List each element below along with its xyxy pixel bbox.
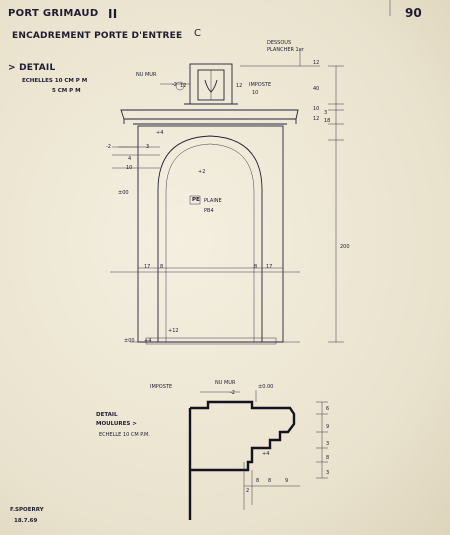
moulures-bottom-2: 8 — [268, 478, 272, 484]
moulures-stack-3: 9 — [326, 424, 330, 430]
moulures-scale: ECHELLE 10 CM P.M. — [99, 432, 150, 438]
signature-name: F.SPOERRY — [10, 507, 44, 513]
dim-200: 200 — [340, 244, 350, 250]
label-pb: PB4 — [204, 208, 214, 214]
sheet-title: ENCADREMENT PORTE D'ENTREE — [12, 31, 183, 41]
signature-date: 18.7.69 — [14, 518, 38, 524]
moulures-stack-1: 8 — [326, 455, 330, 461]
moulures-nu-mur: NU MUR — [215, 380, 236, 386]
moulures-imposte: IMPOSTE — [150, 384, 173, 390]
label-plaine: PLAINE — [204, 198, 222, 204]
project-roman: II — [108, 7, 118, 21]
dim-12d: 12 — [313, 116, 320, 122]
label-pe: PE — [192, 197, 200, 203]
moulures-bottom-0: 2 — [246, 488, 250, 494]
moulures-stack-2: 3 — [326, 441, 330, 447]
dim-12c: 12 — [313, 60, 320, 66]
dim-12a: 12 — [180, 83, 187, 89]
dim-3: 3 — [324, 110, 328, 116]
dim-plus4: +4 — [156, 130, 164, 136]
dim-17b: 17 — [266, 264, 273, 270]
scale-line-1: ECHELLES 10 CM P M — [22, 78, 88, 84]
dim-8a: 8 — [160, 264, 164, 270]
dim-pm00: ±00 — [118, 190, 129, 196]
sheet-number: 90 — [405, 6, 422, 20]
moulures-stack-0: 3 — [326, 470, 330, 476]
moulures-bottom-1: 8 — [256, 478, 260, 484]
label-plancher: PLANCHER 1er — [267, 47, 304, 53]
scale-line-2: 5 CM P M — [52, 88, 81, 94]
moulures-plus4: +4 — [262, 451, 270, 457]
dim-pm00b: ±00 — [124, 338, 135, 344]
dim-minus2-circle: -2 — [172, 82, 177, 88]
label-nu-mur: NU MUR — [136, 72, 157, 78]
moulures-stack-4: 6 — [326, 406, 330, 412]
dim-minus2: -2 — [106, 144, 111, 150]
moulures-minus2: -2 — [230, 390, 235, 396]
moulures-title-2: MOULURES > — [96, 421, 137, 427]
dim-10b: 10 — [126, 165, 133, 171]
dim-plus4b: +4 — [144, 338, 152, 344]
project-title: PORT GRIMAUD — [8, 8, 99, 19]
dim-3b: 3 — [146, 144, 150, 150]
moulures-bottom-3: 9 — [285, 478, 289, 484]
label-dessous: DESSOUS — [267, 40, 292, 46]
label-imposte-val: 10 — [252, 90, 259, 96]
dim-4: 4 — [128, 156, 132, 162]
moulures-pm000: ±0.00 — [258, 384, 274, 390]
dim-plus2: +2 — [198, 169, 206, 175]
label-imposte: IMPOSTE — [249, 82, 272, 88]
dim-10: 10 — [313, 106, 320, 112]
dim-plus12: +12 — [168, 328, 179, 334]
detail-title: > DETAIL — [8, 63, 56, 73]
dim-40: 40 — [313, 86, 320, 92]
dim-12b: 12 — [236, 83, 243, 89]
moulures-title-1: DETAIL — [96, 412, 118, 418]
dim-17a: 17 — [144, 264, 151, 270]
dim-8b: 8 — [254, 264, 258, 270]
dim-18: 18 — [324, 118, 331, 124]
revision-letter: C — [194, 28, 201, 39]
